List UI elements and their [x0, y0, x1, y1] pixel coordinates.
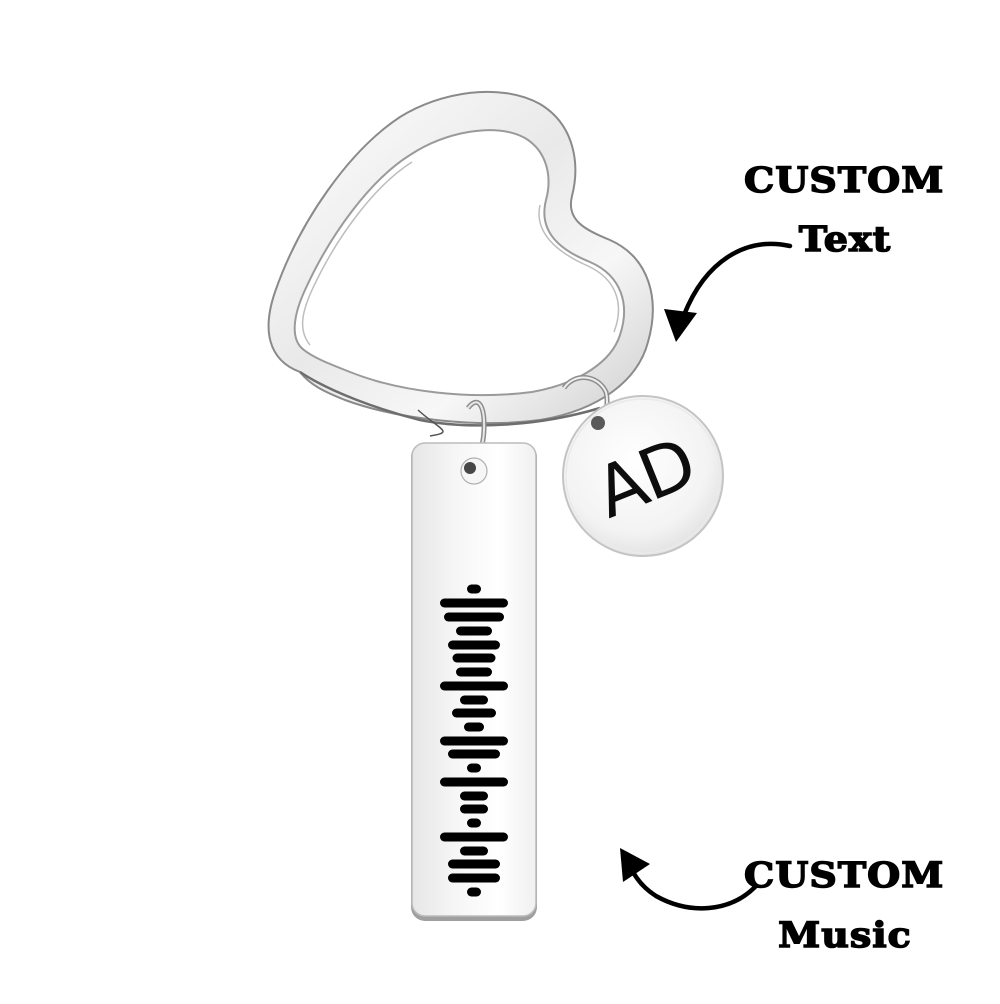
music-code-bar [440, 736, 508, 746]
music-code-bar [460, 695, 488, 705]
music-code-bar [440, 598, 508, 608]
music-code-bar [452, 653, 496, 663]
music-code-bar [448, 873, 500, 883]
music-code-bar [444, 612, 504, 622]
music-code-bar [448, 859, 500, 869]
music-code-bar [460, 804, 488, 814]
callout-custom-text-subtitle: Text [798, 217, 892, 260]
music-code-bar [460, 846, 488, 856]
music-code-bar [452, 708, 496, 718]
music-code-bar [467, 584, 481, 594]
arrow-to-disc-icon [664, 241, 793, 342]
music-code-bar [456, 667, 492, 677]
music-code-bar [464, 722, 484, 732]
heart-key-ring [267, 90, 654, 437]
callout-custom-music-title: CUSTOM [743, 853, 945, 896]
music-code-bar-tag [411, 442, 537, 921]
music-code-bar [467, 763, 481, 773]
music-code-bar [440, 777, 508, 787]
music-code-bar [440, 681, 508, 691]
music-code-bar [467, 818, 481, 828]
spotify-code-bars [440, 584, 508, 897]
music-code-bar [448, 749, 500, 759]
music-code-bar [440, 832, 508, 842]
initial-disc-charm [562, 395, 724, 557]
arrow-to-bar-tag-icon [620, 848, 758, 911]
music-code-bar [467, 887, 481, 897]
callout-custom-music-subtitle: Music [777, 913, 912, 956]
music-code-bar [456, 626, 492, 636]
music-code-bar [448, 640, 500, 650]
music-code-bar [460, 791, 488, 801]
callout-custom-text-title: CUSTOM [743, 158, 945, 201]
